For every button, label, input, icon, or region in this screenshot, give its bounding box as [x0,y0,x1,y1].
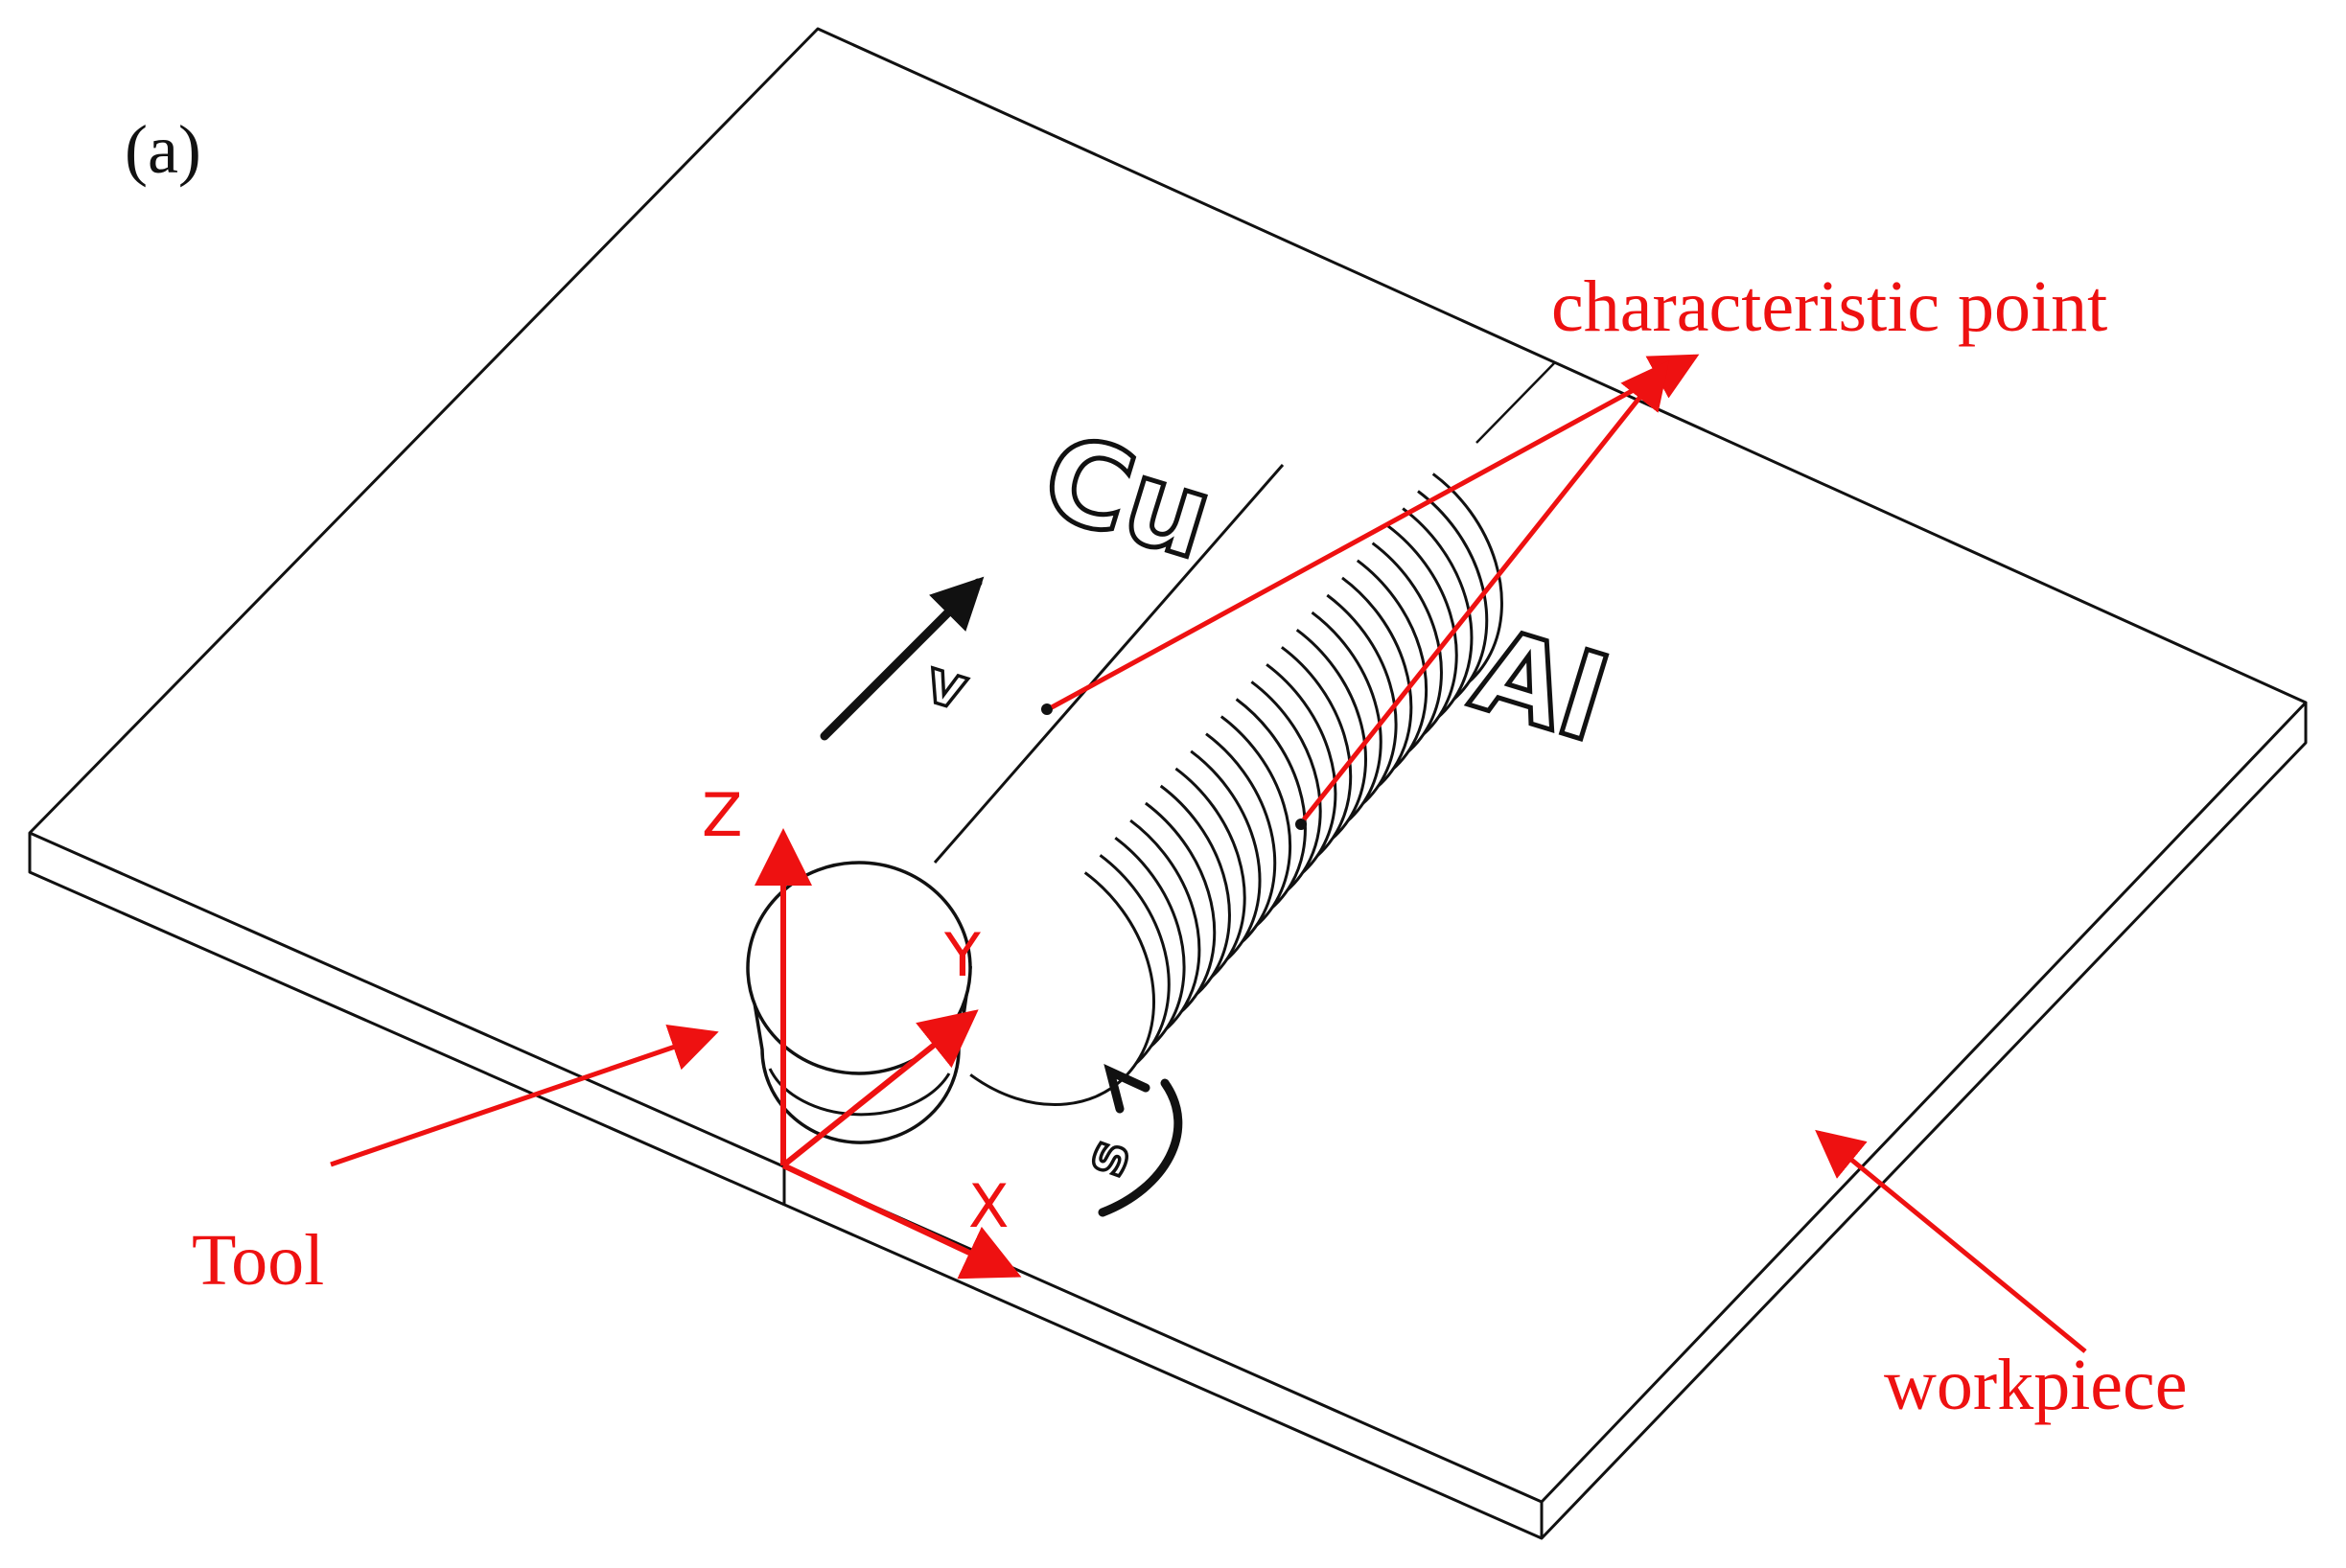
axis-label-z: Z [702,780,742,850]
point-cu-side [1041,703,1053,715]
y-axis-arrow [781,1009,979,1168]
cp-arrow-1 [1050,354,1700,710]
weld-bead-edge [933,464,1285,864]
joint-line [1475,361,1556,444]
spin-arrow-icon [1098,1063,1183,1217]
callout-tool: Tool [192,1220,324,1301]
velocity-arrow-icon [820,576,985,741]
point-al-side [1295,819,1307,830]
axis-label-x: X [968,1171,1009,1241]
characteristic-points [1041,703,1307,830]
coordinate-axes [755,828,1022,1280]
x-axis-arrow [781,1163,1022,1280]
callout-characteristic-point: characteristic point [1551,266,2107,347]
cp-arrow-2 [1302,360,1670,821]
callout-arrows [330,354,2087,1353]
callout-workpiece: workpiece [1884,1345,2188,1425]
workpiece-callout-arrow [1815,1129,2087,1353]
panel-label: (a) [125,111,201,188]
tool-callout-arrow [330,1024,719,1167]
weld-ripple [969,871,1156,1107]
workpiece-plate [28,27,2308,1540]
weld-bead [933,464,1504,1107]
tool-shoulder [746,861,973,1144]
axis-label-y: Y [943,920,981,990]
